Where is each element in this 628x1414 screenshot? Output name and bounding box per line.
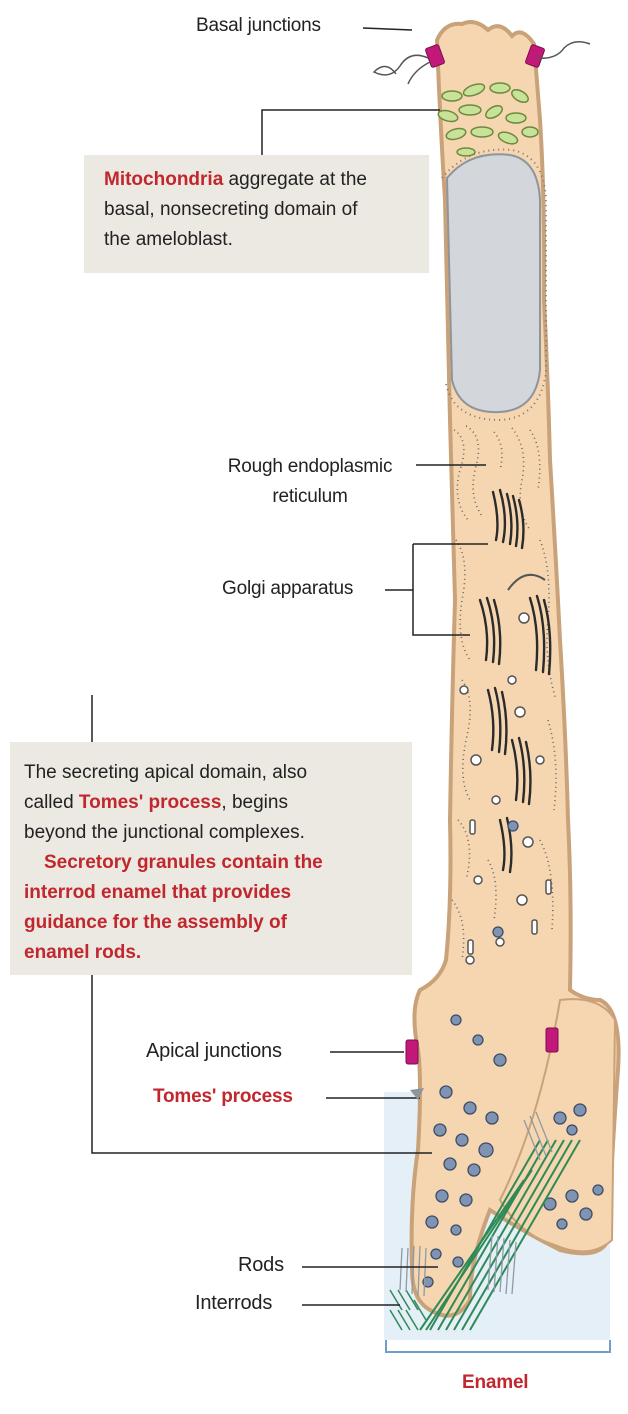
apical-line3: beyond the junctional complexes. [24, 818, 412, 848]
label-rough-er-line2: reticulum [272, 486, 347, 507]
label-interrods: Interrods [195, 1292, 272, 1315]
apical-red2: interrod enamel that provides [24, 878, 412, 908]
label-basal-junctions: Basal junctions [196, 15, 321, 37]
enamel-bracket [386, 1340, 610, 1352]
apical-red1: Secretory granules contain the [44, 852, 323, 873]
apical-red4: enamel rods. [24, 938, 412, 968]
mito-line1: aggregate at the [223, 169, 367, 190]
label-enamel: Enamel [462, 1372, 528, 1394]
apical-line1: The secreting apical domain, also [24, 758, 412, 788]
label-rods: Rods [238, 1254, 284, 1277]
apical-domain-annotation: The secreting apical domain, also called… [10, 742, 412, 975]
label-rough-er: Rough endoplasmic reticulum [210, 452, 410, 512]
apical-tomes-term: Tomes' process [79, 792, 222, 813]
mitochondria-annotation: Mitochondria aggregate at the basal, non… [84, 155, 429, 273]
label-apical-junctions: Apical junctions [146, 1040, 282, 1063]
nucleus [447, 154, 540, 412]
mitochondria-term: Mitochondria [104, 169, 223, 190]
apical-line2-post: , begins [221, 792, 288, 813]
apical-red3: guidance for the assembly of [24, 908, 412, 938]
label-tomes-process: Tomes' process [153, 1086, 293, 1108]
mito-line3: the ameloblast. [104, 225, 429, 255]
label-golgi: Golgi apparatus [222, 578, 353, 600]
apical-line2-pre: called [24, 792, 79, 813]
label-rough-er-line1: Rough endoplasmic [228, 456, 393, 477]
mito-line2: basal, nonsecreting domain of [104, 195, 429, 225]
